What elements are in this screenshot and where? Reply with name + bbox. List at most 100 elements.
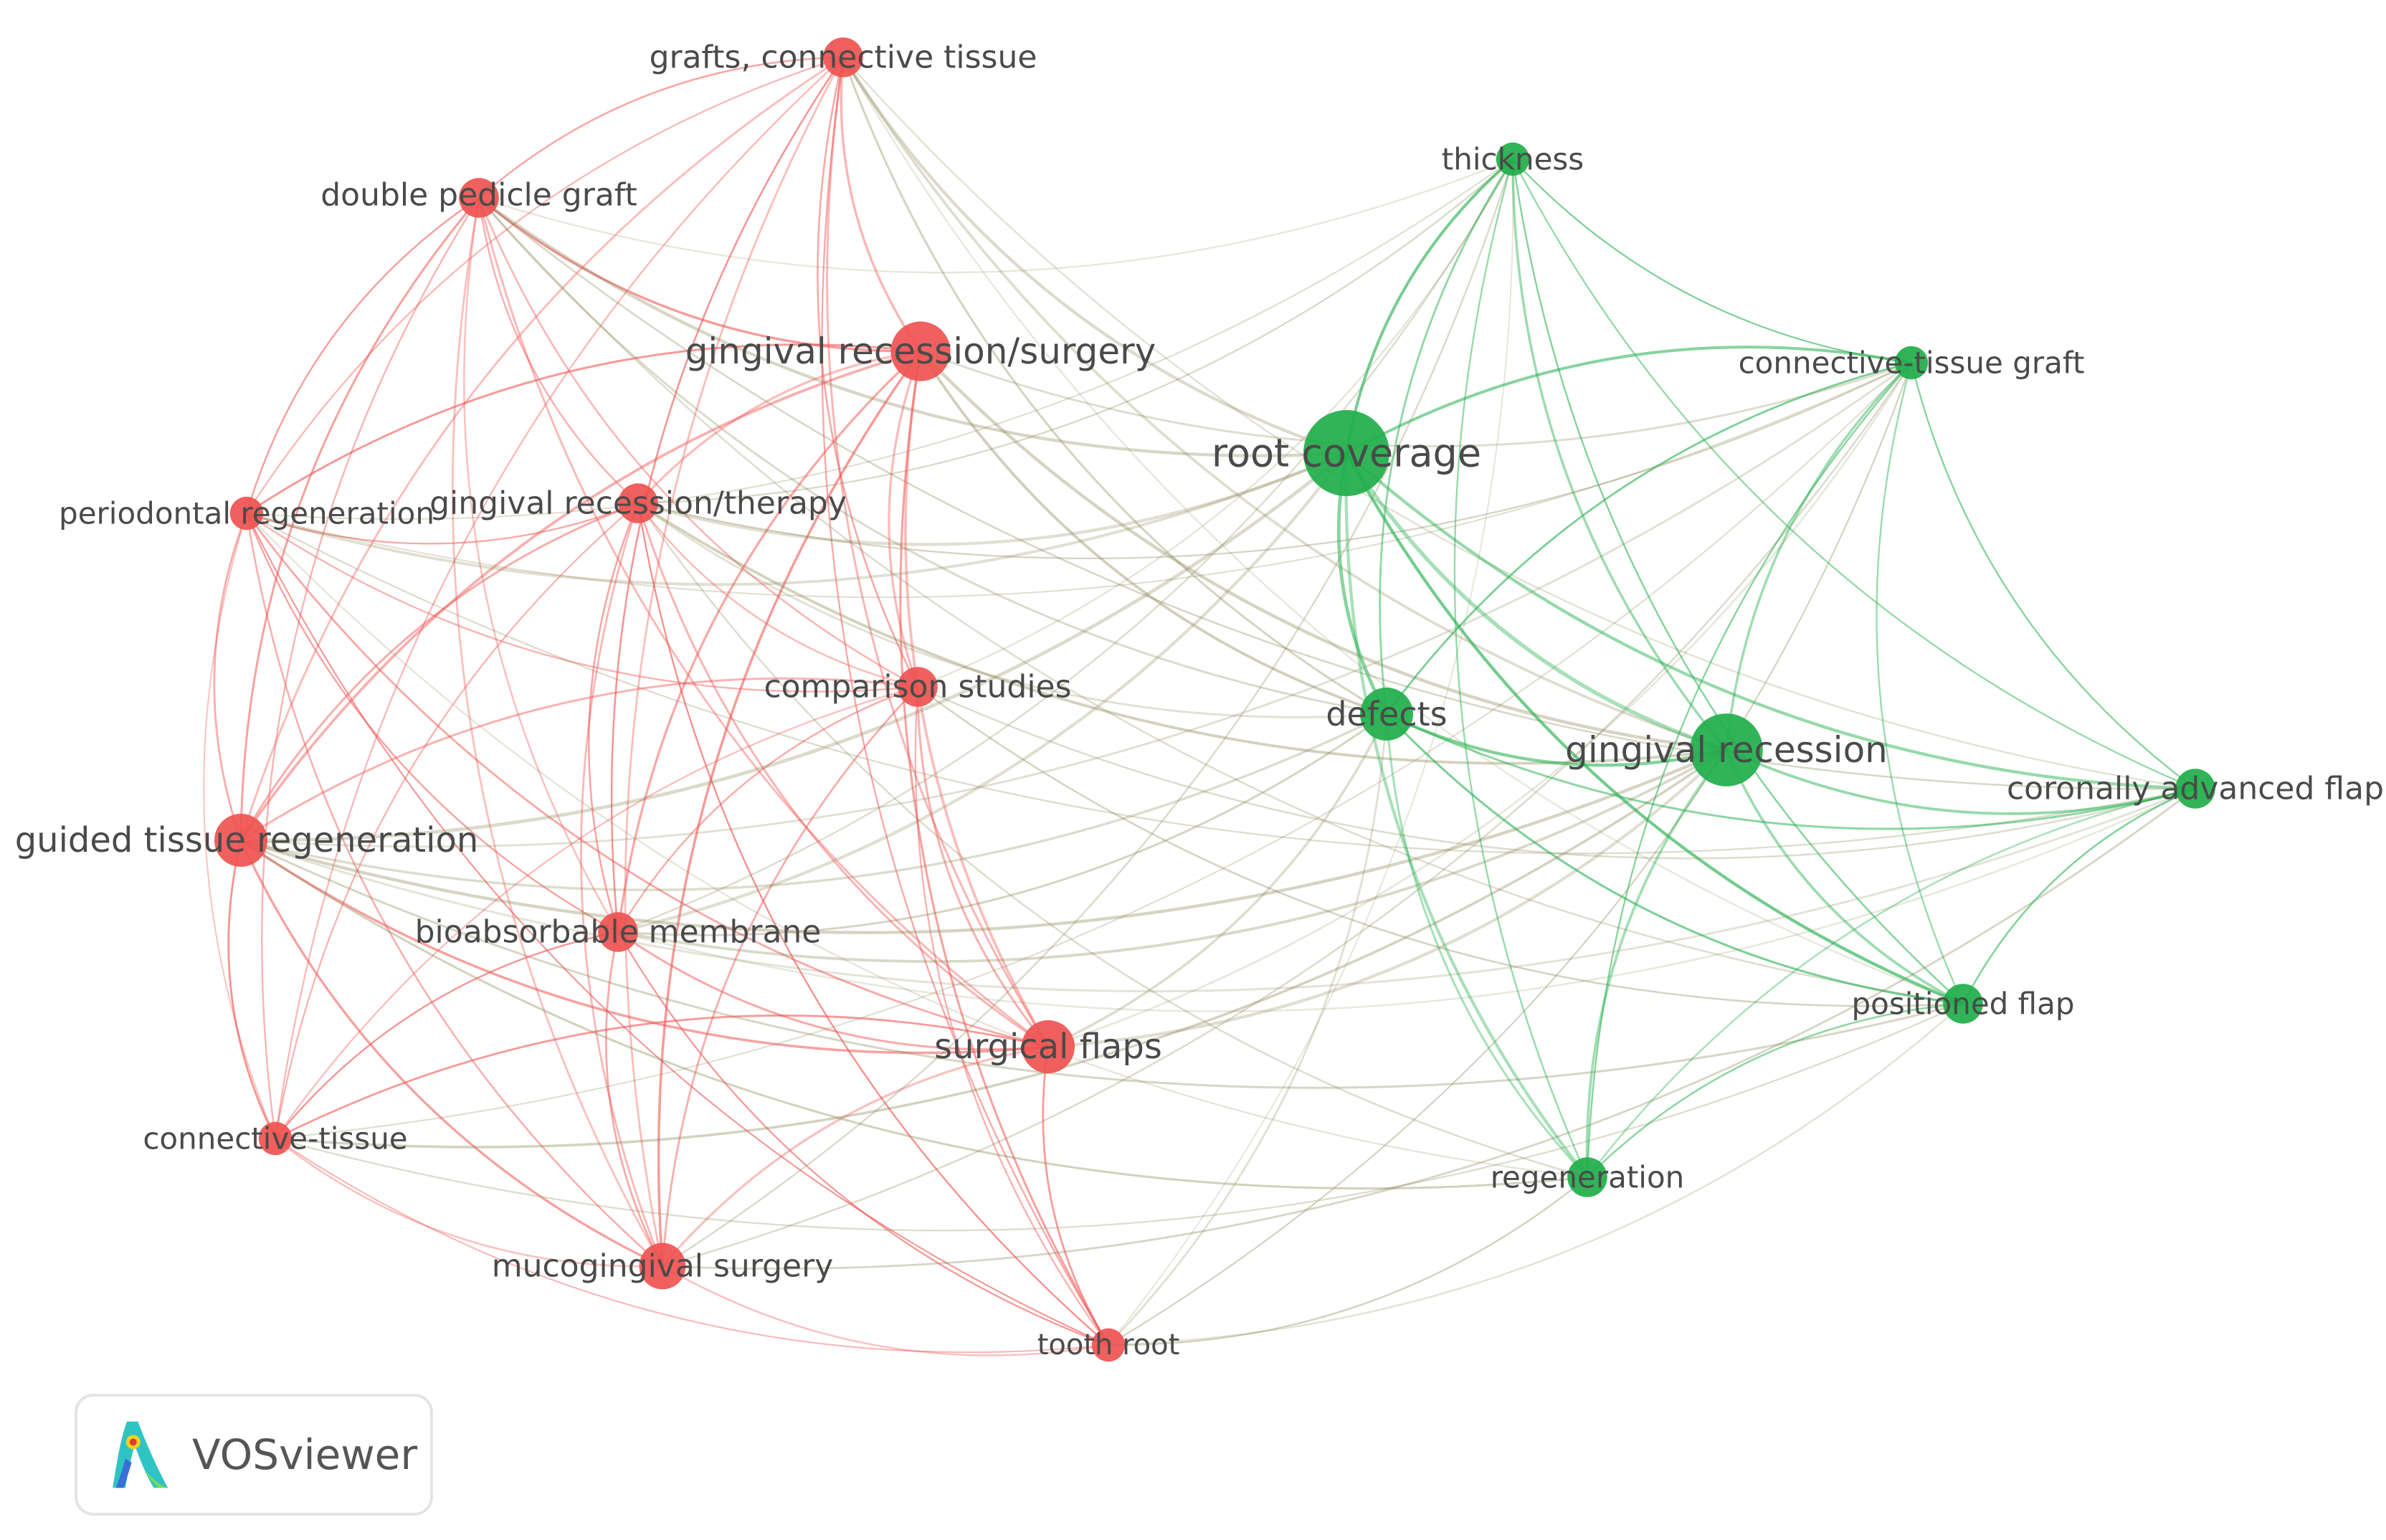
link-root_coverage-positioned_flap: [1345, 452, 1964, 1005]
link-double_pedicle-root_coverage: [477, 196, 1347, 457]
link-perio_regen-caf: [246, 512, 2196, 855]
link-connective_tissue-gingival_recession: [275, 748, 1727, 1149]
link-gr_therapy-connective_tissue: [274, 503, 639, 1139]
link-comparison-thickness: [917, 158, 1514, 688]
node-caf[interactable]: [2175, 769, 2215, 809]
link-surgical_flaps-connective_tissue: [275, 1014, 1049, 1140]
link-gingival_recession-caf: [1726, 748, 2196, 815]
node-grafts_ct[interactable]: [823, 37, 863, 77]
node-gingival_recession[interactable]: [1690, 713, 1763, 786]
link-gr_surgery-tooth_root: [899, 351, 1110, 1346]
link-gingival_recession-regeneration: [1585, 748, 1728, 1178]
label-positioned_flap: positioned flap: [1851, 987, 2074, 1022]
link-tooth_root-ctg: [1108, 362, 1912, 1346]
link-gr_therapy-surgical_flaps: [637, 503, 1049, 1048]
link-gtr-regeneration: [240, 839, 1588, 1190]
node-tooth_root[interactable]: [1091, 1328, 1126, 1362]
link-surgical_flaps-defects: [1047, 713, 1388, 1048]
node-bioabsorbable[interactable]: [598, 912, 638, 952]
link-thickness-positioned_flap: [1511, 158, 1964, 1004]
link-defects-caf: [1386, 713, 2196, 830]
link-root_coverage-caf: [1345, 452, 2196, 791]
link-grafts_ct-mucogingival: [624, 57, 845, 1267]
node-double_pedicle[interactable]: [459, 178, 499, 218]
link-grafts_ct-caf: [842, 57, 2196, 790]
node-root_coverage[interactable]: [1303, 410, 1389, 496]
link-grafts_ct-perio_regen: [246, 56, 844, 514]
link-gr_therapy-bioabsorbable: [588, 503, 640, 933]
link-double_pedicle-mucogingival: [452, 197, 664, 1267]
link-bioabsorbable-gingival_recession: [617, 748, 1727, 964]
link-root_coverage-gingival_recession: [1344, 452, 1727, 752]
link-gr_therapy-tooth_root: [637, 503, 1109, 1346]
node-regeneration[interactable]: [1567, 1157, 1607, 1197]
link-surgical_flaps-mucogingival: [661, 1045, 1049, 1268]
node-comparison[interactable]: [898, 667, 938, 707]
link-bioabsorbable-defects: [617, 713, 1387, 936]
link-perio_regen-comparison: [246, 513, 918, 693]
link-bioabsorbable-caf: [617, 787, 2196, 1012]
link-grafts_ct-bioabsorbable: [610, 57, 845, 933]
link-surgical_flaps-tooth_root: [1042, 1046, 1110, 1346]
link-gtr-mucogingival: [239, 840, 663, 1268]
link-gr_surgery-comparison: [888, 351, 922, 688]
vosviewer-logo-text: VOSviewer: [192, 1430, 418, 1479]
label-gr_surgery: gingival recession/surgery: [685, 331, 1156, 372]
node-gr_therapy[interactable]: [618, 483, 658, 523]
node-ctg[interactable]: [1894, 346, 1929, 380]
link-positioned_flap-regeneration: [1587, 1002, 1964, 1178]
link-tooth_root-thickness: [1108, 158, 1514, 1346]
link-gr_therapy-defects: [637, 502, 1387, 718]
link-grafts_ct-connective_tissue: [274, 57, 844, 1139]
link-grafts_ct-gr_surgery: [840, 57, 922, 352]
node-defects[interactable]: [1360, 688, 1413, 741]
label-defects: defects: [1326, 695, 1447, 733]
link-gtr-defects: [240, 713, 1387, 892]
node-gr_surgery[interactable]: [890, 321, 951, 381]
link-gr_therapy-root_coverage: [637, 452, 1347, 546]
link-connective_tissue-positioned_flap: [275, 1002, 1964, 1232]
link-comparison-gtr: [240, 677, 918, 842]
link-gtr-positioned_flap: [240, 839, 1964, 1089]
link-ctg-root_coverage: [1346, 346, 1912, 455]
link-gr_therapy-thickness: [637, 158, 1513, 505]
node-positioned_flap[interactable]: [1943, 984, 1983, 1024]
node-gtr[interactable]: [214, 814, 267, 867]
label-mucogingival: mucogingival surgery: [492, 1248, 834, 1285]
link-gr_surgery-gingival_recession: [919, 350, 1727, 752]
link-ctg-caf: [1910, 362, 2196, 789]
link-mucogingival-thickness: [662, 158, 1514, 1268]
node-thickness[interactable]: [1496, 142, 1530, 176]
link-perio_regen-gr_therapy: [246, 502, 639, 545]
link-grafts_ct-root_coverage: [842, 56, 1347, 455]
link-gr_therapy-regeneration: [637, 503, 1588, 1179]
link-tooth_root-defects: [1107, 713, 1388, 1346]
node-connective_tissue[interactable]: [258, 1121, 293, 1156]
link-perio_regen-root_coverage: [246, 452, 1347, 586]
link-layer: [203, 56, 2196, 1356]
link-gtr-root_coverage: [240, 452, 1348, 842]
link-perio_regen-connective_tissue: [203, 513, 276, 1139]
link-comparison-mucogingival: [661, 686, 919, 1267]
link-gtr-connective_tissue: [227, 840, 277, 1139]
link-double_pedicle-positioned_flap: [478, 197, 1964, 1005]
link-grafts_ct-defects: [842, 57, 1387, 716]
node-perio_regen[interactable]: [229, 496, 264, 531]
link-caf-positioned_flap: [1962, 787, 2196, 1004]
link-gr_surgery-perio_regen: [246, 343, 921, 515]
link-comparison-caf: [917, 685, 2196, 860]
link-connective_tissue-ctg: [275, 362, 1912, 1139]
link-surgical_flaps-ctg: [1047, 362, 1913, 1048]
link-gr_surgery-mucogingival: [657, 350, 922, 1267]
node-mucogingival[interactable]: [639, 1242, 686, 1290]
link-double_pedicle-perio_regen: [245, 197, 480, 514]
link-thickness-caf: [1511, 158, 2196, 790]
link-grafts_ct-gtr: [239, 56, 844, 841]
node-surgical_flaps[interactable]: [1022, 1020, 1075, 1073]
link-perio_regen-tooth_root: [246, 513, 1109, 1346]
link-gr_surgery-gr_therapy: [637, 350, 921, 505]
link-double_pedicle-gtr: [239, 197, 480, 841]
link-gtr-caf: [240, 787, 2196, 993]
link-gr_therapy-comparison: [637, 503, 918, 688]
label-gr_therapy: gingival recession/therapy: [429, 485, 847, 522]
